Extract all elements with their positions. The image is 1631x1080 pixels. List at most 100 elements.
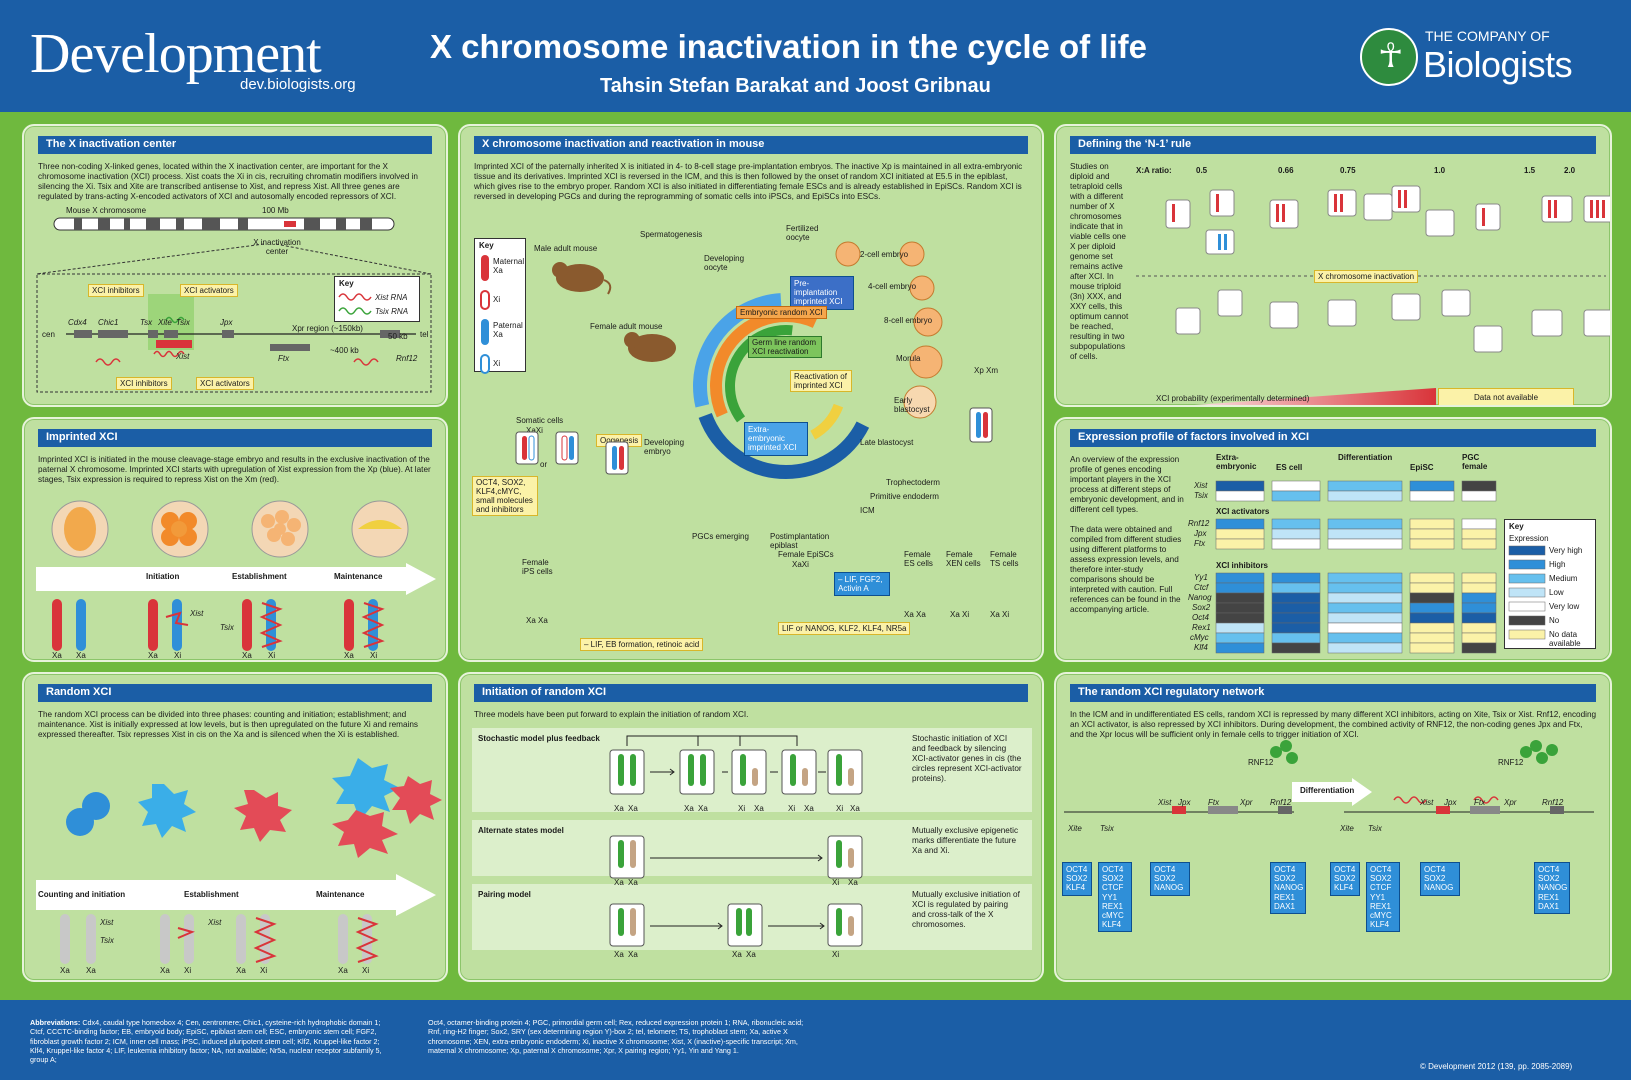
ankh-logo-icon[interactable]	[1360, 28, 1418, 86]
pair-xa-1: Xa	[614, 950, 624, 959]
label-xen-xaxi: Xa Xi	[950, 610, 970, 619]
panel-text: Three non-coding X-linked genes, located…	[38, 162, 418, 201]
label-ips: Female iPS cells	[522, 558, 553, 576]
stoch-xi-1: Xi	[738, 804, 746, 813]
cell-culture-chromosomes	[515, 407, 993, 475]
col-pgc: PGC female	[1462, 453, 1488, 471]
box-inhibitors-l: OCT4 SOX2 CTCF YY1 REX1 cMYC KLF4	[1098, 862, 1132, 933]
xic-key: Key Xist RNA Tsix RNA	[334, 276, 420, 322]
label-xpxm: Xp Xm	[974, 366, 999, 375]
ratio-2-0: 2.0	[1564, 166, 1576, 175]
row-jpx: Jpx	[1194, 529, 1207, 538]
n1-cells-grid	[1136, 185, 1610, 353]
xic-zoom-frame	[35, 243, 432, 393]
x-chromosome-ideogram	[53, 217, 395, 231]
label-early-blastocyst: Early blastocyst	[894, 396, 930, 414]
row-yy1: Yy1	[1194, 573, 1208, 582]
stoch-xa-1: Xa	[614, 804, 624, 813]
panel-text-2: The data were obtained and compiled from…	[1070, 525, 1182, 614]
label-ts: Female TS cells	[990, 550, 1019, 568]
gene-ftx-r: Ftx	[1474, 798, 1486, 807]
ratio-label: X:A ratio:	[1136, 166, 1172, 175]
gene-xist: Xist	[176, 352, 190, 361]
key-high: High	[1549, 560, 1566, 569]
ratio-0-66: 0.66	[1278, 166, 1294, 175]
label-xa-5: Xa	[344, 651, 354, 660]
journal-logo[interactable]: Development	[30, 23, 322, 85]
gene-chic1: Chic1	[98, 318, 119, 327]
panel-heading: The random XCI regulatory network	[1070, 684, 1596, 702]
ring-extraembryonic: Extra-embryonic imprinted XCI	[744, 422, 808, 456]
xpr-region-label: Xpr region (~150kb)	[292, 324, 363, 333]
pair-xa-5: Xi	[832, 950, 840, 959]
row-tsix: Tsix	[1194, 491, 1208, 500]
label-xen: Female XEN cells	[946, 550, 981, 568]
data-not-available: Data not available	[1438, 388, 1574, 405]
journal-url[interactable]: dev.biologists.org	[240, 76, 356, 93]
differentiation-arrow	[1292, 778, 1372, 806]
label-xa-2: Xa	[86, 966, 96, 975]
gene-xist-l: Xist	[1158, 798, 1172, 807]
publisher-name[interactable]: Biologists	[1423, 44, 1573, 85]
pair-xa-4: Xa	[746, 950, 756, 959]
ratio-1-0: 1.0	[1434, 166, 1446, 175]
label-trophectoderm: Trophectoderm	[886, 478, 940, 487]
phase-counting: Counting and initiation	[38, 890, 126, 899]
key-swatches	[1508, 545, 1546, 640]
gene-tsix-l: Tsix	[1100, 824, 1114, 833]
label-xa-3: Xa	[160, 966, 170, 975]
gene-tsix: Tsix	[176, 318, 190, 327]
label-xa-1: Xa	[52, 651, 62, 660]
row-nanog: Nanog	[1188, 593, 1212, 602]
panel-text: An overview of the expression profile of…	[1070, 455, 1184, 514]
differentiation-label: Differentiation	[1300, 786, 1355, 795]
xic-activators-bottom: XCI activators	[196, 377, 254, 390]
panel-heading: The X inactivation center	[38, 136, 432, 154]
phase-maintenance: Maintenance	[316, 890, 365, 899]
network-diagram	[1064, 740, 1594, 814]
probability-label: XCI probability (experimentally determin…	[1156, 394, 1310, 403]
label-xa-4: Xa	[236, 966, 246, 975]
gene-ftx-l: Ftx	[1208, 798, 1220, 807]
inhibitors-title: XCI inhibitors	[1216, 561, 1268, 570]
panel-text: Imprinted XCI of the paternally inherite…	[474, 162, 1023, 201]
panel-heading: Random XCI	[38, 684, 432, 702]
label-spermatogenesis: Spermatogenesis	[640, 230, 703, 239]
phase-initiation: Initiation	[146, 572, 180, 581]
imprinted-embryos	[51, 500, 409, 558]
panel-network: The random XCI regulatory network In the…	[1054, 672, 1612, 982]
tel-label: tel	[420, 330, 429, 339]
gene-xist-r: Xist	[1420, 798, 1434, 807]
label-fertilized: Fertilized oocyte	[786, 224, 819, 242]
reprogramming-factors: OCT4, SOX2, KLF4,cMYC, small molecules a…	[472, 476, 538, 516]
label-xa-1: Xa	[60, 966, 70, 975]
panel-expression: Expression profile of factors involved i…	[1054, 417, 1612, 662]
label-xi-1: Xi	[174, 651, 182, 660]
panel-n1: Defining the ‘N-1’ rule Studies on diplo…	[1054, 124, 1612, 407]
panel-heading: X chromosome inactivation and reactivati…	[474, 136, 1028, 154]
key-paternal-xi: Xi	[493, 359, 501, 368]
gene-xpr-l: Xpr	[1240, 798, 1253, 807]
expression-key: Key Expression Very high High Medium Low…	[1504, 519, 1596, 649]
key-title: Key	[1509, 522, 1524, 531]
gene-rnf12: Rnf12	[396, 354, 418, 363]
label-tsix: Tsix	[100, 936, 114, 945]
random-cell-clusters	[66, 758, 442, 858]
key-very-low: Very low	[1549, 602, 1580, 611]
xic-inhibitors-top: XCI inhibitors	[88, 284, 144, 297]
key-rna-squiggles	[338, 293, 372, 315]
row-klf4: Klf4	[1194, 643, 1208, 652]
box-oct4-sox2-klf4-r: OCT4 SOX2 KLF4	[1330, 862, 1360, 896]
label-male-mouse: Male adult mouse	[534, 244, 598, 253]
label-xi-2: Xi	[260, 966, 268, 975]
rnf12-left: RNF12	[1248, 758, 1274, 767]
gene-cdx4: Cdx4	[68, 318, 87, 327]
phase-establishment: Establishment	[184, 890, 239, 899]
rnf12-right: RNF12	[1498, 758, 1524, 767]
poster-body: The X inactivation center Three non-codi…	[0, 112, 1631, 1000]
row-ftx: Ftx	[1194, 539, 1206, 548]
expression-heatmap	[1215, 480, 1497, 654]
box-oct4-sox2-klf4-l: OCT4 SOX2 KLF4	[1062, 862, 1092, 896]
pair-xa-2: Xa	[628, 950, 638, 959]
label-xa-3: Xa	[148, 651, 158, 660]
